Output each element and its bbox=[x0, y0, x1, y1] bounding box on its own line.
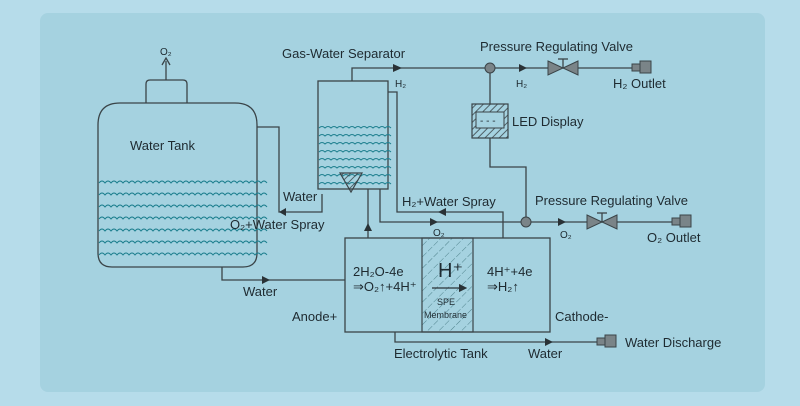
o2-spray-label: O₂+Water Spray bbox=[230, 217, 325, 232]
water-discharge-flow-label: Water bbox=[528, 346, 563, 361]
arrow-up-icon bbox=[161, 56, 171, 66]
h2-pipe-top bbox=[351, 67, 490, 81]
water-wave bbox=[318, 166, 392, 169]
led-display-label: LED Display bbox=[512, 114, 584, 129]
spe-label: SPE bbox=[437, 297, 455, 307]
water-wave bbox=[318, 150, 392, 153]
junction-node-icon bbox=[484, 62, 496, 74]
water-feed-pipe bbox=[221, 267, 345, 281]
h2-label-node: H₂ bbox=[516, 79, 527, 90]
water-wave bbox=[98, 228, 268, 232]
led-readout: - - - bbox=[480, 116, 496, 127]
water-wave bbox=[318, 126, 392, 129]
o2-outlet-label: O₂ Outlet bbox=[647, 230, 701, 245]
o2-node-label: O₂ bbox=[560, 230, 572, 241]
gas-water-separator bbox=[317, 80, 392, 194]
cathode-label: Cathode- bbox=[555, 309, 608, 324]
h2-outlet-label: H₂ Outlet bbox=[613, 76, 666, 91]
arrow-left-icon bbox=[279, 208, 286, 216]
water-wave bbox=[318, 134, 392, 137]
water-tank bbox=[97, 56, 268, 268]
h-plus-label: H⁺ bbox=[438, 260, 463, 282]
arrow-right-icon bbox=[262, 276, 270, 284]
o2-vent-label: O₂ bbox=[160, 47, 172, 58]
anode-equation-1: 2H₂O-4e bbox=[353, 264, 404, 279]
junction-node-icon bbox=[520, 216, 532, 228]
water-tank-label: Water Tank bbox=[130, 138, 196, 153]
o2-pipe-label: O₂ bbox=[433, 228, 445, 239]
diagram-panel bbox=[40, 13, 765, 392]
water-wave bbox=[98, 192, 268, 196]
separator-label: Gas-Water Separator bbox=[282, 46, 406, 61]
anode-label: Anode+ bbox=[292, 309, 337, 324]
water-wave bbox=[318, 142, 392, 145]
h2-outlet-fitting[interactable] bbox=[631, 60, 652, 74]
led-display: - - - bbox=[471, 103, 509, 139]
tank-water-waves bbox=[98, 180, 268, 256]
electrolytic-tank-label: Electrolytic Tank bbox=[394, 346, 488, 361]
h2-spray-label: H₂+Water Spray bbox=[402, 194, 496, 209]
water-discharge-label: Water Discharge bbox=[625, 335, 721, 350]
o2-pressure-valve[interactable] bbox=[586, 212, 618, 230]
membrane-label: Membrane bbox=[424, 310, 467, 320]
water-feed-label: Water bbox=[243, 284, 278, 299]
cathode-equation-1: 4H⁺+4e bbox=[487, 264, 533, 279]
water-wave bbox=[318, 158, 392, 161]
water-return-label: Water bbox=[283, 189, 318, 204]
anode-equation-2: ⇒O₂↑+4H⁺ bbox=[353, 279, 417, 294]
prv-top-label: Pressure Regulating Valve bbox=[480, 39, 633, 54]
h2-label-sep: H₂ bbox=[395, 79, 406, 90]
water-discharge-pipe bbox=[394, 332, 600, 343]
cathode-equation-2: ⇒H₂↑ bbox=[487, 279, 519, 294]
water-wave bbox=[98, 252, 268, 256]
h2-pressure-valve[interactable] bbox=[547, 58, 579, 76]
prv-bottom-label: Pressure Regulating Valve bbox=[535, 193, 688, 208]
spray-nozzle-icon bbox=[338, 172, 364, 194]
water-wave bbox=[98, 180, 268, 184]
water-wave bbox=[98, 216, 268, 220]
water-discharge-fitting[interactable] bbox=[596, 334, 617, 348]
water-wave bbox=[98, 240, 268, 244]
h2-spray-pipe bbox=[388, 91, 504, 238]
o2-outlet-fitting[interactable] bbox=[671, 214, 692, 228]
o2-pipe bbox=[379, 189, 521, 223]
water-wave bbox=[98, 204, 268, 208]
